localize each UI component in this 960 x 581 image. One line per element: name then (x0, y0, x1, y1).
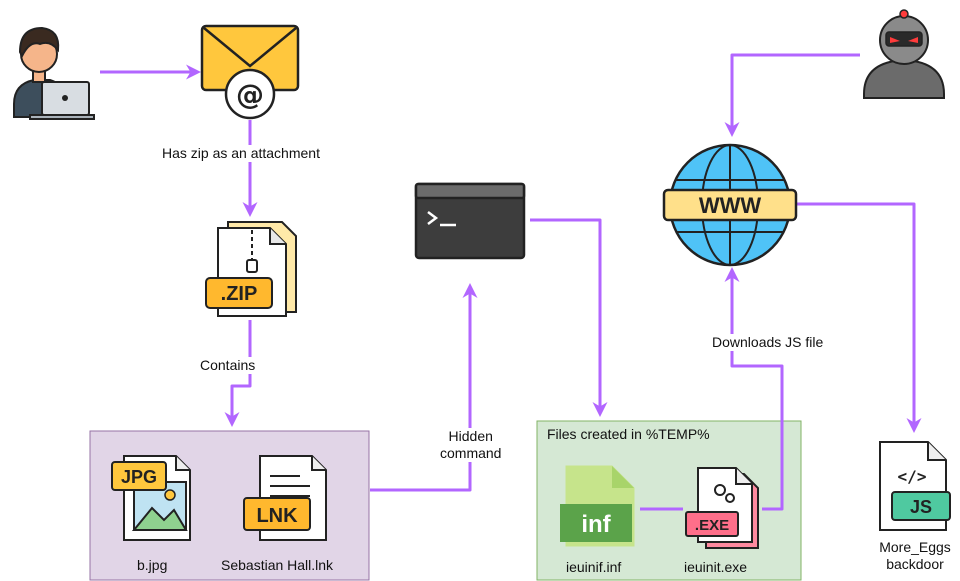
temp-group-title: Files created in %TEMP% (547, 426, 710, 442)
lnk-shortcut-file-icon: LNK (243, 455, 327, 541)
email-envelope-icon: @ (200, 24, 300, 120)
js-label: JS (910, 497, 932, 517)
arrow-web-to-backdoor (797, 202, 922, 433)
inf-file-name: ieuinif.inf (566, 559, 622, 575)
edge-label-hidden-line2: command (440, 445, 502, 461)
zip-label: .ZIP (221, 283, 258, 305)
code-symbol: </> (898, 467, 927, 486)
jpg-label: JPG (121, 467, 157, 487)
js-backdoor-file-icon: </> JS (879, 441, 951, 531)
js-backdoor-name: More_Eggs backdoor (870, 539, 960, 573)
jpg-file-name: b.jpg (137, 557, 168, 573)
edge-label-hidden-line1: Hidden (448, 428, 493, 444)
edge-label-downloads-js: Downloads JS file (712, 334, 824, 351)
at-sign: @ (236, 78, 264, 111)
edge-label-has-zip: Has zip as an attachment (162, 145, 320, 162)
internet-globe-icon: WWW (662, 143, 798, 267)
js-backdoor-name-line2: backdoor (886, 556, 944, 572)
command-terminal-icon (414, 182, 526, 260)
js-backdoor-name-line1: More_Eggs (879, 539, 951, 555)
user-with-laptop-icon (13, 26, 95, 120)
arrow-lnk-to-terminal (370, 283, 478, 492)
inf-file-icon: inf (560, 465, 635, 547)
lnk-file-name: Sebastian Hall.lnk (221, 557, 334, 573)
www-label: WWW (699, 193, 762, 218)
jpg-file-icon: JPG (111, 455, 191, 541)
exe-file-name: ieuinit.exe (684, 559, 748, 575)
exe-file-icon: .EXE (685, 467, 759, 549)
arrow-zip-to-files (224, 320, 252, 427)
edge-label-contains: Contains (200, 357, 256, 374)
zip-archive-icon: .ZIP (205, 221, 297, 317)
arrow-terminal-to-temp (530, 218, 608, 417)
arrow-attacker-to-web (724, 53, 860, 137)
hacker-attacker-icon (863, 9, 945, 99)
inf-label: inf (581, 511, 611, 538)
exe-label: .EXE (695, 517, 729, 534)
lnk-label: LNK (256, 505, 298, 527)
edge-label-hidden-command: Hidden command (440, 428, 502, 462)
